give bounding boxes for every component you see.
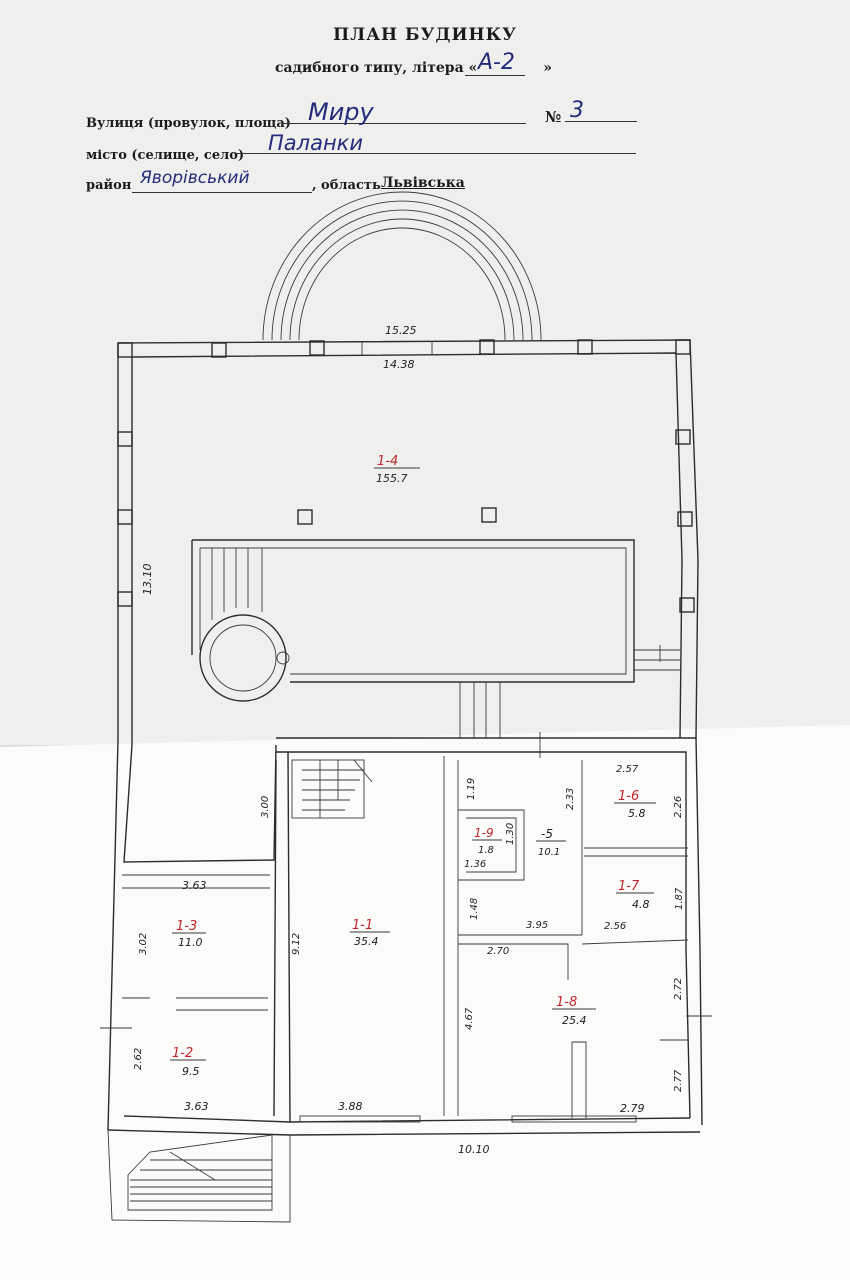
ground-floor-walls	[100, 732, 712, 1136]
city-value: Паланки	[268, 131, 364, 155]
paper-lower-sheet	[0, 725, 850, 1280]
dim-119: 1.19	[466, 778, 477, 800]
room-code: 1-4	[377, 454, 398, 469]
room-code: -5	[541, 827, 553, 841]
room-1-8: 1-8 25.4	[552, 995, 596, 1027]
subtitle-prefix: садибного типу, літера «	[275, 60, 478, 76]
dim-363-a: 3.63	[182, 879, 207, 892]
room-code: 1-6	[618, 789, 639, 804]
room-1-1: 1-1 35.4	[350, 918, 390, 948]
street-underline	[282, 123, 526, 124]
room-code: 1-1	[352, 918, 373, 933]
dim-130: 1.30	[505, 823, 516, 845]
dim-257: 2.57	[616, 764, 639, 775]
dim-148: 1.48	[469, 898, 480, 920]
dim-233: 2.33	[565, 788, 576, 810]
dim-187: 1.87	[674, 887, 685, 910]
document-subtitle: садибного типу, літера « »	[275, 60, 552, 76]
district-value: Яворівський	[140, 168, 250, 188]
dim-272: 2.72	[673, 978, 684, 1000]
dim-226: 2.26	[673, 796, 684, 818]
upper-hall-walls	[107, 339, 699, 1131]
room-area: 35.4	[354, 935, 379, 948]
street-label: Вулиця (провулок, площа)	[86, 116, 291, 131]
document-title: ПЛАН БУДИНКУ	[333, 25, 517, 45]
dim-inner-top: 14.38	[383, 358, 415, 371]
dim-136: 1.36	[464, 859, 486, 870]
city-underline	[234, 153, 636, 154]
dim-302: 3.02	[138, 933, 149, 955]
room-area: 11.0	[178, 936, 203, 949]
dim-left-side: 13.10	[141, 564, 154, 596]
dim-395: 3.95	[526, 920, 548, 931]
number-label: №	[545, 108, 562, 126]
room-area: 9.5	[182, 1065, 200, 1078]
interior-stairs	[291, 759, 373, 819]
room-code: 1-2	[172, 1046, 193, 1061]
subtitle-suffix: »	[543, 60, 553, 76]
semicircular-stairs	[262, 191, 542, 341]
dim-256: 2.56	[604, 921, 626, 932]
number-underline	[565, 121, 637, 122]
room-1-7: 1-7 4.8	[616, 879, 654, 911]
dim-270: 2.70	[487, 946, 509, 957]
dim-300: 3.00	[260, 796, 271, 818]
room-1-3: 1-3 11.0	[172, 919, 206, 949]
room-area: 10.1	[538, 847, 560, 858]
district-label: район	[86, 178, 132, 193]
building-letter: А-2	[478, 50, 515, 75]
dim-467: 4.67	[464, 1007, 475, 1030]
region-value: Львівська	[381, 175, 465, 191]
dim-277: 2.77	[673, 1069, 684, 1092]
number-value: 3	[570, 98, 584, 123]
room-1-4: 1-4 155.7	[374, 454, 420, 485]
dim-363-b: 3.63	[184, 1100, 209, 1113]
room-1-6: 1-6 5.8	[614, 789, 656, 820]
room-1-2: 1-2 9.5	[170, 1046, 206, 1078]
room-labels: 1-4 155.7 1-1 35.4 1-3 11.0 1-2 9.5 1-9 …	[170, 454, 656, 1078]
dim-bottom-total: 10.10	[458, 1143, 490, 1156]
city-label: місто (селище, село)	[86, 148, 245, 163]
room-area: 4.8	[632, 898, 650, 911]
dim-outer-top: 15.25	[385, 324, 417, 337]
room-area: 1.8	[478, 845, 494, 856]
room-area: 155.7	[376, 472, 408, 485]
room-1-9: 1-9 1.8	[472, 826, 502, 856]
letter-underline	[465, 75, 525, 76]
street-value: Миру	[308, 98, 374, 126]
district-underline	[132, 192, 312, 193]
dim-912: 9.12	[291, 933, 302, 955]
room-1-5: -5 10.1	[536, 827, 566, 858]
room-code: 1-8	[556, 995, 577, 1010]
room-code: 1-7	[618, 879, 640, 894]
room-area: 25.4	[562, 1014, 587, 1027]
dimension-labels: 15.25 14.38 13.10 10.10 3.88 3.00 3.63 3…	[133, 324, 685, 1156]
room-code: 1-3	[176, 919, 197, 934]
room-area: 5.8	[628, 807, 646, 820]
pool	[191, 539, 680, 739]
dim-279: 2.79	[620, 1102, 645, 1115]
room-code: 1-9	[474, 826, 494, 840]
dim-bottom-mid: 3.88	[338, 1100, 363, 1113]
dim-262: 2.62	[133, 1048, 144, 1070]
region-label: , область	[312, 178, 381, 193]
entrance-stairs	[107, 1129, 291, 1223]
paper-upper-sheet	[0, 0, 850, 745]
